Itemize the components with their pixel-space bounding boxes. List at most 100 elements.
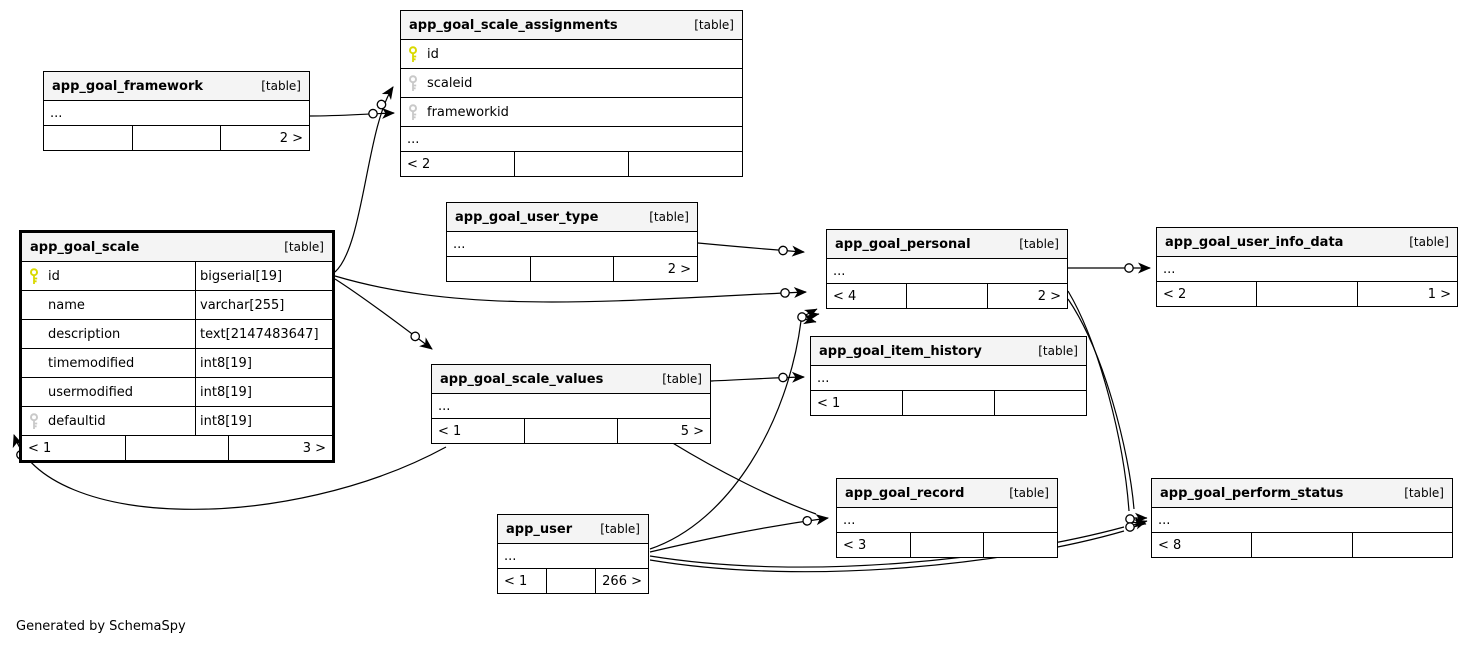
outgoing-count	[994, 391, 1086, 415]
hidden-columns-ellipsis: ...	[1157, 257, 1457, 282]
table-footer: 2 >	[447, 257, 697, 281]
column-row-description[interactable]: description text[2147483647]	[22, 320, 332, 349]
primary-key-icon	[22, 267, 46, 285]
incoming-count: < 2	[407, 156, 431, 172]
column-row-timemodified[interactable]: timemodified int8[19]	[22, 349, 332, 378]
hidden-columns-ellipsis: ...	[837, 508, 1057, 533]
incoming-count: < 1	[504, 573, 528, 589]
table-header: app_goal_personal [table]	[827, 230, 1067, 259]
relationship-line-fk-perform-personal-1	[1067, 290, 1130, 512]
table-header: app_goal_scale [table]	[22, 233, 332, 262]
column-row-id[interactable]: id	[401, 40, 742, 69]
table-name: app_goal_perform_status	[1160, 485, 1344, 501]
table-name: app_goal_framework	[52, 78, 204, 94]
column-row-scaleid[interactable]: scaleid	[401, 69, 742, 98]
table-app_goal_framework[interactable]: app_goal_framework [table] ... 2 >	[43, 71, 310, 151]
primary-key-icon	[401, 45, 425, 63]
table-badge: [table]	[1404, 486, 1444, 500]
column-name: name	[48, 297, 85, 313]
table-badge: [table]	[1038, 344, 1078, 358]
table-badge: [table]	[1409, 235, 1449, 249]
column-row-frameworkid[interactable]: frameworkid	[401, 98, 742, 127]
table-name: app_goal_item_history	[819, 343, 982, 359]
footer-cell	[529, 257, 614, 281]
table-app_goal_record[interactable]: app_goal_record [table] ... < 3	[836, 478, 1058, 558]
relationship-line-fk-record-scalevalues	[670, 441, 817, 515]
table-app_goal_user_info_data[interactable]: app_goal_user_info_data [table] ... < 2 …	[1156, 227, 1458, 307]
table-header: app_goal_scale_values [table]	[432, 365, 710, 394]
footer-cell	[902, 391, 994, 415]
column-name: id	[48, 268, 60, 284]
column-name: frameworkid	[427, 104, 509, 120]
relationship-endpoint-circle	[1125, 514, 1135, 524]
incoming-count	[44, 126, 132, 150]
table-app_goal_item_history[interactable]: app_goal_item_history [table] ... < 1	[810, 336, 1087, 416]
column-name: usermodified	[48, 384, 134, 400]
column-type: bigserial[19]	[195, 262, 332, 290]
column-type: text[2147483647]	[195, 320, 332, 348]
footer-cell	[906, 284, 986, 308]
footer-cell	[1251, 533, 1351, 557]
column-name: timemodified	[48, 355, 135, 371]
hidden-columns-ellipsis: ...	[401, 127, 742, 152]
foreign-key-icon	[22, 412, 46, 430]
table-app_user[interactable]: app_user [table] ... < 1 266 >	[497, 514, 649, 594]
relationship-line-fk-scalevalues-scale	[334, 278, 433, 350]
column-name: id	[427, 46, 439, 62]
relationship-line-fk-perform-user-2	[649, 530, 1125, 573]
outgoing-count	[628, 152, 742, 176]
column-name: scaleid	[427, 75, 473, 91]
relationship-endpoint-circle	[797, 312, 807, 322]
table-footer: < 4 2 >	[827, 284, 1067, 308]
table-header: app_goal_record [table]	[837, 479, 1057, 508]
outgoing-count: 5 >	[617, 419, 710, 443]
table-footer: < 2 1 >	[1157, 282, 1457, 306]
table-app_goal_personal[interactable]: app_goal_personal [table] ... < 4 2 >	[826, 229, 1068, 309]
table-badge: [table]	[662, 372, 702, 386]
outgoing-count: 3 >	[228, 436, 332, 460]
footer-cell	[546, 569, 595, 593]
outgoing-count	[1351, 533, 1452, 557]
column-row-defaultid[interactable]: defaultid int8[19]	[22, 407, 332, 436]
relationship-line-fk-assignments-frameworkid	[309, 107, 395, 119]
column-row-id[interactable]: id bigserial[19]	[22, 262, 332, 291]
table-name: app_goal_scale_assignments	[409, 17, 618, 33]
table-app_goal_perform_status[interactable]: app_goal_perform_status [table] ... < 8	[1151, 478, 1453, 558]
table-footer: < 2	[401, 152, 742, 176]
incoming-count: < 8	[1158, 537, 1182, 553]
table-app_goal_scale[interactable]: app_goal_scale [table] id bigserial[19] …	[19, 230, 335, 463]
table-app_goal_scale_assignments[interactable]: app_goal_scale_assignments [table] id sc…	[400, 10, 743, 177]
relationship-line-fk-perform-user-1	[649, 526, 1125, 568]
table-footer: < 3	[837, 533, 1057, 557]
incoming-count: < 3	[843, 537, 867, 553]
table-app_goal_scale_values[interactable]: app_goal_scale_values [table] ... < 1 5 …	[431, 364, 711, 444]
footer-cell	[131, 126, 221, 150]
column-type: varchar[255]	[195, 291, 332, 319]
footer-cell	[124, 436, 229, 460]
relationship-line-fk-personal-usertype	[697, 242, 805, 257]
table-footer: < 8	[1152, 533, 1452, 557]
table-name: app_goal_record	[845, 485, 965, 501]
table-app_goal_user_type[interactable]: app_goal_user_type [table] ... 2 >	[446, 202, 698, 282]
table-badge: [table]	[649, 210, 689, 224]
table-footer: < 1 5 >	[432, 419, 710, 443]
table-header: app_goal_user_info_data [table]	[1157, 228, 1457, 257]
footer-cell	[524, 419, 617, 443]
incoming-count: < 2	[1163, 286, 1187, 302]
column-row-name[interactable]: name varchar[255]	[22, 291, 332, 320]
table-name: app_goal_user_type	[455, 209, 599, 225]
table-header: app_goal_scale_assignments [table]	[401, 11, 742, 40]
incoming-count: < 1	[438, 423, 462, 439]
relationship-line-fk-personal-scale	[334, 275, 807, 303]
generated-by-note: Generated by SchemaSpy	[16, 619, 186, 634]
table-header: app_goal_user_type [table]	[447, 203, 697, 232]
footer-cell	[514, 152, 628, 176]
outgoing-count: 2 >	[986, 284, 1067, 308]
column-row-usermodified[interactable]: usermodified int8[19]	[22, 378, 332, 407]
relationship-line-fk-personal-user	[649, 320, 802, 550]
table-badge: [table]	[694, 18, 734, 32]
hidden-columns-ellipsis: ...	[432, 394, 710, 419]
relationship-line-fk-itemhistory-scalevalues	[710, 371, 805, 383]
table-header: app_goal_item_history [table]	[811, 337, 1086, 366]
